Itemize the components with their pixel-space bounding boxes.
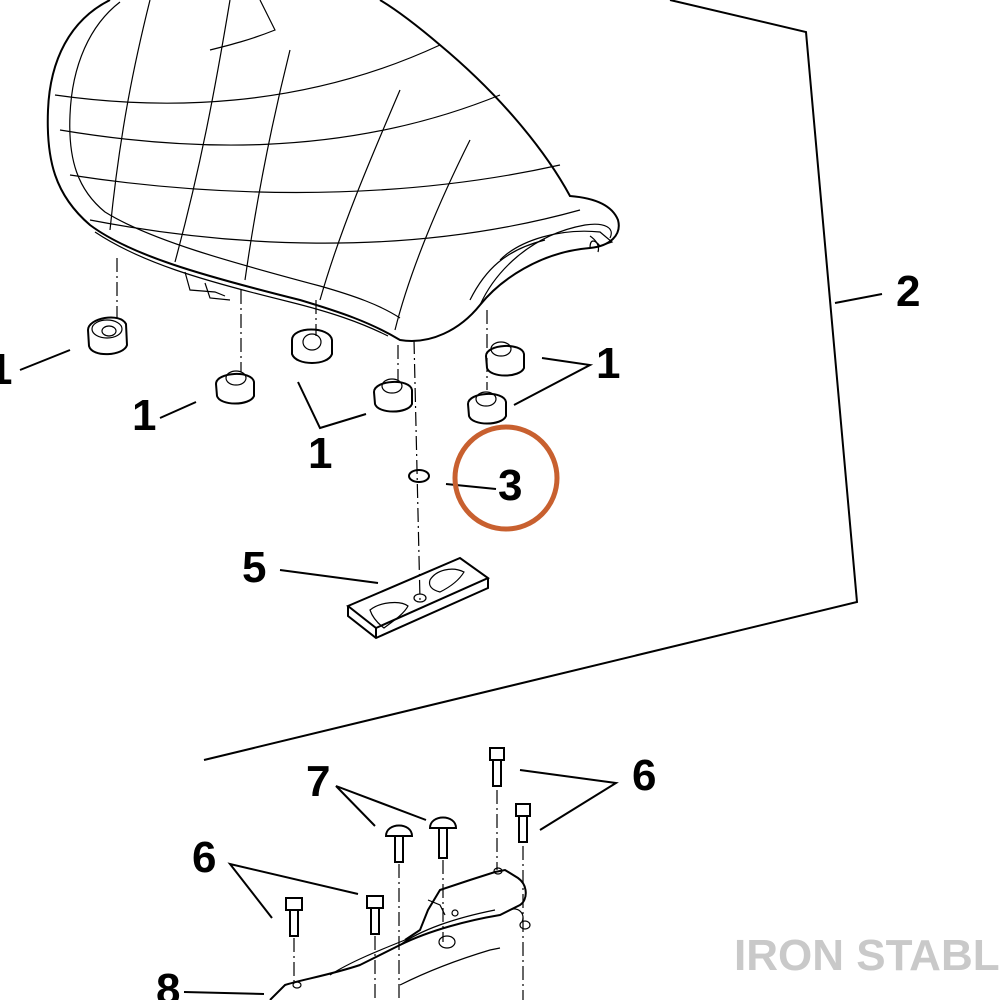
bracket-assembly: [269, 867, 531, 1000]
grommet-mid: [291, 328, 333, 364]
grommet-right-bottom: [466, 391, 507, 425]
callout-3: 3: [498, 461, 522, 510]
leader-lines: [19, 0, 883, 995]
highlight-circle: [452, 424, 560, 532]
callout-6-right: 6: [632, 751, 656, 800]
callout-1-left: 1: [0, 345, 12, 394]
callout-5: 5: [242, 543, 266, 592]
callout-1-mid: 1: [308, 429, 332, 478]
grommet-mid-left: [214, 370, 255, 405]
callout-6-left: 6: [192, 833, 216, 882]
seat: [46, 0, 620, 342]
callout-8: 8: [156, 965, 180, 1000]
bolt-right: [515, 803, 531, 843]
screw-left: [384, 824, 414, 863]
grommet-right-top: [484, 341, 525, 377]
bolt-top-right: [489, 747, 505, 787]
screw-right: [428, 816, 458, 859]
watermark-text: IRON STABLE: [734, 931, 1000, 980]
callout-1-mid-left: 1: [132, 391, 156, 440]
callout-7: 7: [306, 757, 330, 806]
retaining-ring: [408, 469, 430, 483]
callout-1-right: 1: [596, 339, 620, 388]
grommet-center: [372, 378, 413, 413]
seat-plate: [346, 556, 491, 640]
grommet-left: [86, 316, 129, 356]
bolt-left: [285, 897, 303, 937]
callout-2: 2: [896, 267, 920, 316]
bolt-mid-left: [366, 895, 384, 935]
